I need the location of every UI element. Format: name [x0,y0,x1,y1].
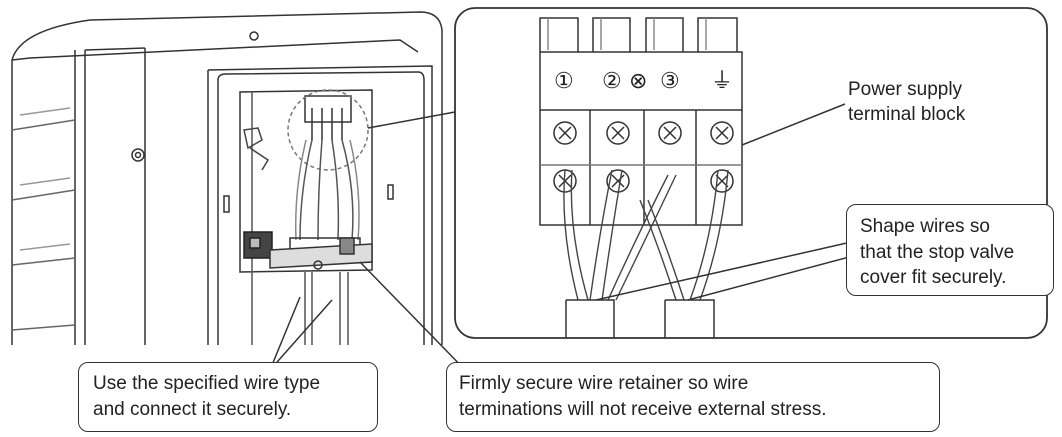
terminal-mark-ground: ⏚ [711,68,734,93]
terminal-block-inset [454,7,1048,339]
callout-shape-wires: Shape wires so that the stop valve cover… [846,204,1054,296]
callout-retainer: Firmly secure wire retainer so wire term… [446,362,940,432]
wire-type-line2: and connect it securely. [93,399,292,420]
shape-wires-line1: Shape wires so [860,216,990,237]
terminal-mark-3: ③ [660,68,680,93]
wire-type-line1: Use the specified wire type [93,373,321,394]
power-supply-label-line1: Power supply [848,79,963,100]
shape-wires-line3: cover fit securely. [860,267,1007,288]
callout-wire-type: Use the specified wire type and connect … [78,362,378,432]
outdoor-unit-illustration [11,11,456,345]
terminal-mark-2: ② [602,68,622,93]
shape-wires-line2: that the stop valve [860,242,1015,263]
retainer-line1: Firmly secure wire retainer so wire [459,373,749,394]
retainer-line2: terminations will not receive external s… [459,399,827,420]
power-supply-label-line2: terminal block [848,104,966,125]
terminal-mark-1: ① [554,68,574,93]
terminal-mark-screw: ⊗ [629,68,648,93]
